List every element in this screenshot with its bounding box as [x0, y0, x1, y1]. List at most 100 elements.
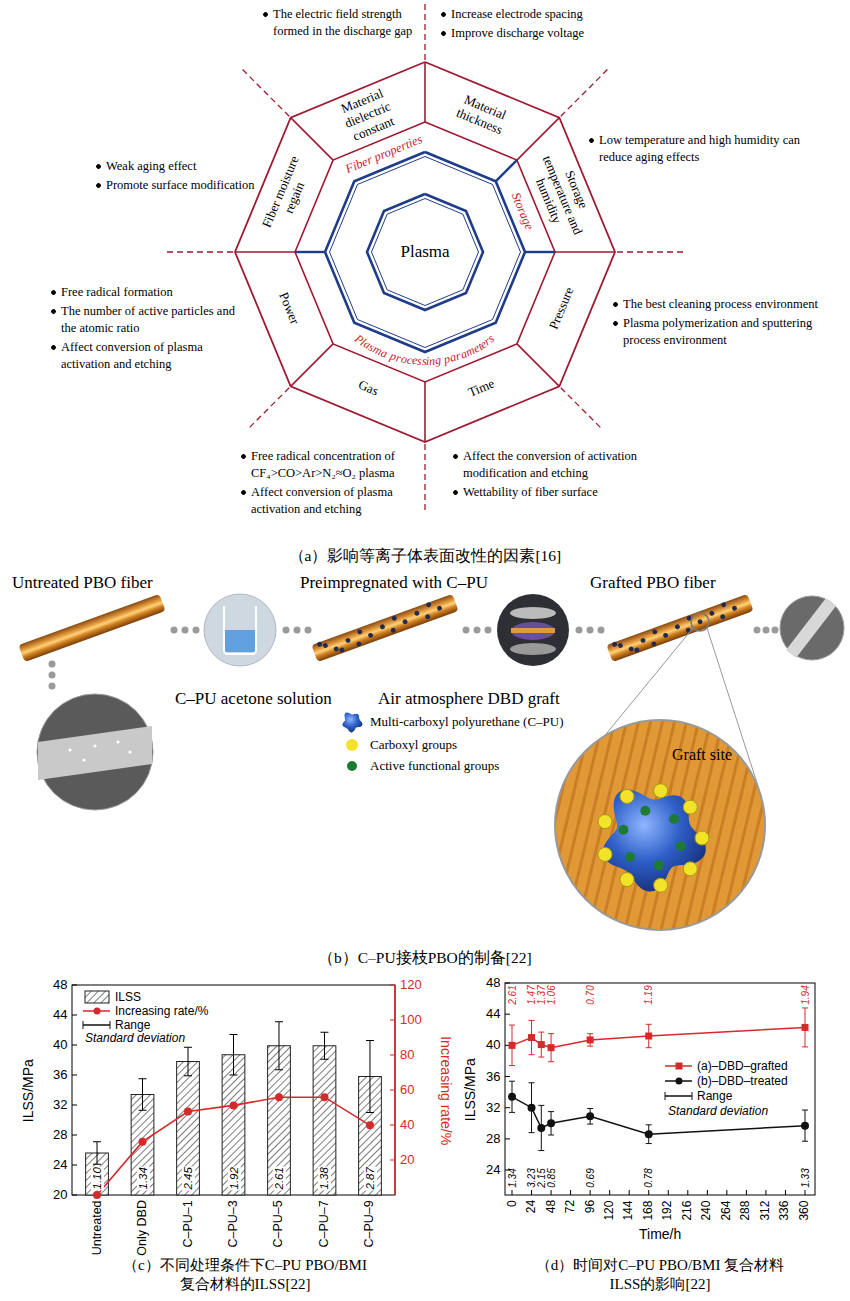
chart-label: 192 — [662, 1200, 675, 1220]
dashed-spoke — [240, 67, 289, 116]
figure-part — [142, 1079, 143, 1111]
legend-swatch — [85, 991, 109, 1003]
figure-part — [481, 720, 531, 930]
figure-part — [390, 1125, 395, 1126]
figure-part — [590, 1190, 591, 1195]
step-label: Preimpregnated with C–PU — [300, 572, 488, 593]
legend-swatch — [83, 1024, 110, 1026]
figure-part — [537, 1124, 545, 1132]
figure-part — [204, 594, 276, 666]
chart-label: 1.34 — [507, 1168, 517, 1187]
node-text: Fiber moisture regain — [257, 147, 320, 243]
figure-part — [505, 1076, 510, 1077]
segment-divider — [291, 344, 333, 386]
figure-part — [390, 1020, 395, 1021]
chart-label: 36 — [486, 1069, 500, 1085]
chart-label: 0.78 — [644, 1168, 654, 1187]
factor-segment: Pressure — [546, 285, 577, 331]
figure-part — [721, 602, 727, 608]
bullet-note: Plasma polymerization and sputtering pro… — [612, 315, 837, 349]
panel-caption: （c）不同处理条件下C–PU PBO/BMI 复合材料的ILSS[22] — [120, 1256, 370, 1294]
chart-label: C–PU–1 — [181, 1200, 195, 1247]
chart-label: 144 — [623, 1200, 636, 1220]
figure-part — [511, 622, 555, 640]
figure-part — [646, 1124, 652, 1125]
figure-part — [184, 1075, 192, 1076]
figure-part — [654, 784, 668, 798]
figure-part — [548, 1061, 554, 1062]
band-divider — [295, 251, 325, 253]
segment-divider — [235, 251, 295, 253]
figure-part — [357, 629, 363, 635]
figure-part — [320, 1032, 328, 1033]
figure-part — [391, 615, 397, 621]
figure-part — [505, 1138, 510, 1139]
chart-label: 72 — [564, 1200, 577, 1213]
chart-label: 1.47 — [527, 985, 537, 1004]
chart-label: 40 — [486, 1037, 500, 1053]
chart-label: 1.06 — [546, 985, 556, 1004]
figure-part — [233, 1035, 234, 1076]
figure-part — [311, 594, 458, 662]
chart-label: 60 — [400, 1082, 414, 1098]
factor-segment: Material thickness — [433, 84, 529, 147]
bullet-note: Low temperature and high humidity can re… — [588, 132, 818, 166]
bullet-note: Improve discharge voltage — [440, 25, 640, 42]
figure-part — [97, 1142, 98, 1165]
chart-label: 48 — [545, 1200, 558, 1213]
flow-dot — [49, 661, 56, 668]
bullet-note: Free radical concentration of CF₄>CO>Ar>… — [240, 448, 422, 482]
figure-part — [390, 1055, 395, 1056]
bullet-note: Weak aging effect — [95, 158, 260, 175]
figure-part — [366, 1040, 374, 1041]
factor-segment: Fiber moisture regain — [257, 147, 320, 243]
figure-part — [345, 637, 351, 643]
flow-dot — [463, 627, 470, 634]
figure-part — [586, 1112, 594, 1120]
figure-part — [402, 619, 408, 625]
figure-part — [612, 641, 618, 647]
chart-label: 336 — [779, 1200, 792, 1220]
figure-part — [83, 1021, 84, 1029]
figure-part — [645, 1130, 653, 1138]
ilss-time-chart — [505, 983, 815, 1195]
figure-part — [529, 1020, 535, 1021]
figure-part — [802, 1024, 809, 1031]
figure-part — [720, 614, 726, 620]
figure-part — [317, 641, 323, 647]
figure-part — [509, 1081, 515, 1082]
figure-part — [230, 1034, 238, 1035]
figure-part — [512, 1190, 513, 1195]
figure-part — [414, 610, 420, 616]
segment-divider — [555, 251, 615, 253]
figure-part — [793, 720, 843, 930]
figure-part — [93, 744, 96, 747]
figure-part — [620, 789, 634, 803]
bullet-note: Wettability of fiber surface — [452, 484, 642, 501]
figure-part — [275, 1093, 283, 1101]
figure-part — [322, 642, 328, 648]
legend-text: (a)–DBD–grafted — [697, 1059, 788, 1074]
figure-part — [509, 1025, 515, 1026]
octagon-outline — [235, 62, 615, 442]
node-text: Plasma — [401, 242, 450, 262]
figure-part — [528, 1104, 536, 1112]
octagon-outline — [325, 152, 525, 352]
figure-part — [726, 1190, 727, 1195]
figure-part — [606, 594, 753, 662]
flow-dot — [763, 627, 770, 634]
chart-label: Standard deviation — [85, 1031, 185, 1046]
figure-part — [230, 1075, 238, 1076]
figure-part — [505, 720, 555, 930]
figure-part — [629, 1190, 630, 1195]
figure-part — [745, 720, 795, 930]
chart-label: 48 — [486, 975, 500, 991]
figure-part — [72, 1015, 77, 1016]
figure-part — [603, 790, 706, 892]
ilss-bar — [222, 1055, 245, 1195]
arc-letter: g — [435, 354, 443, 368]
figure-part — [676, 841, 686, 851]
chart-label: 28 — [486, 1131, 500, 1147]
pbo-fiber — [18, 594, 165, 662]
figure-part — [646, 1143, 652, 1144]
